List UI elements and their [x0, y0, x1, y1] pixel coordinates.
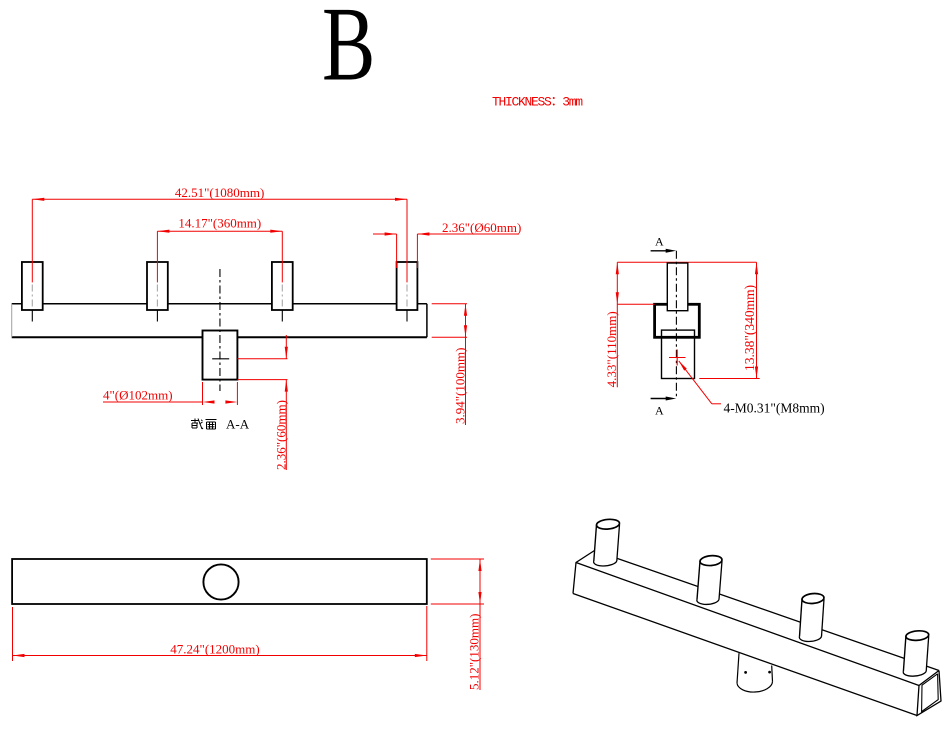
svg-text:A: A: [655, 404, 664, 418]
svg-text:A-A: A-A: [226, 416, 250, 431]
svg-text:4.33"(110mm): 4.33"(110mm): [604, 311, 619, 387]
svg-text:THICKNESS：3mm: THICKNESS：3mm: [492, 95, 583, 110]
svg-text:5.12"(130mm): 5.12"(130mm): [467, 614, 482, 690]
svg-text:B: B: [322, 0, 375, 103]
svg-text:47.24"(1200mm): 47.24"(1200mm): [170, 642, 259, 657]
svg-text:2.36"(60mm): 2.36"(60mm): [273, 400, 288, 470]
svg-text:4-M0.31"(M8mm): 4-M0.31"(M8mm): [724, 401, 825, 416]
svg-text:14.17"(360mm): 14.17"(360mm): [178, 216, 261, 231]
svg-text:3.94"(100mm): 3.94"(100mm): [452, 348, 467, 424]
svg-text:4"(Ø102mm): 4"(Ø102mm): [103, 388, 173, 403]
svg-text:A: A: [655, 235, 664, 249]
svg-text:42.51"(1080mm): 42.51"(1080mm): [175, 185, 264, 200]
svg-text:2.36"(Ø60mm): 2.36"(Ø60mm): [442, 220, 521, 235]
svg-text:13.38"(340mm): 13.38"(340mm): [742, 285, 757, 371]
